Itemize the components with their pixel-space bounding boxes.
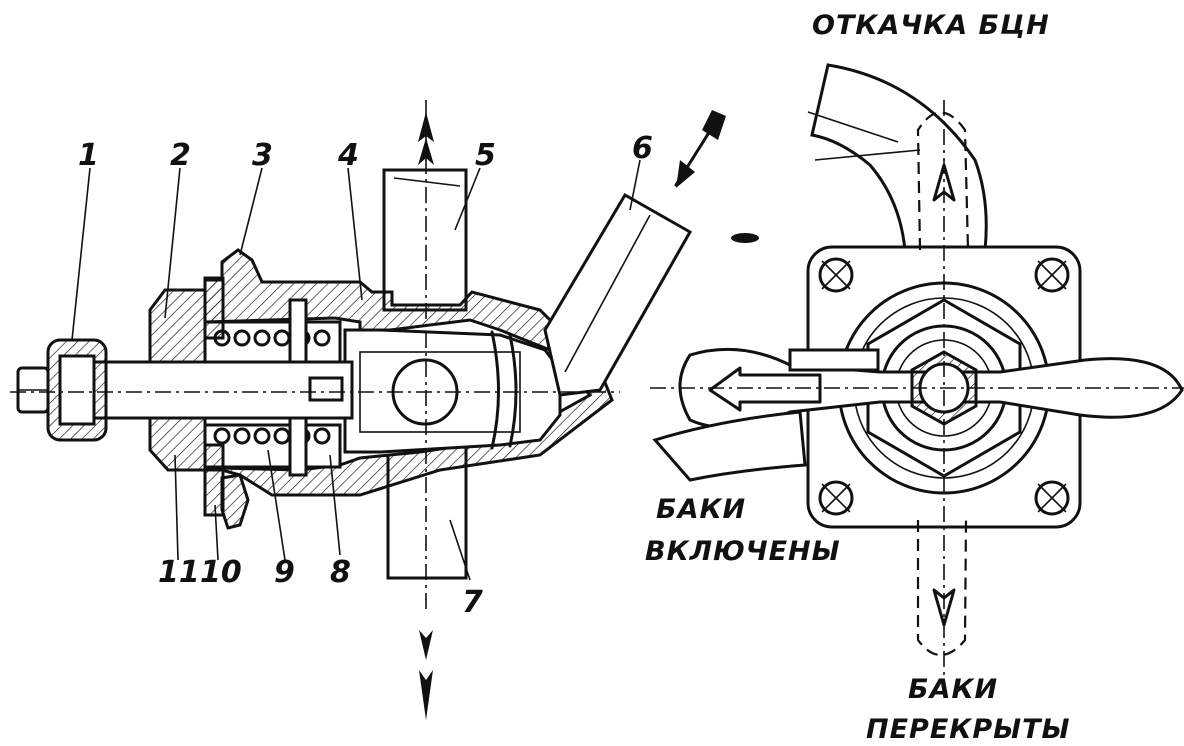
bolt-top-right: [1034, 257, 1070, 293]
front-view: ОТКАЧКА БЦН БАКИ ВКЛЮЧЕНЫ БАКИ ПЕРЕКРЫТЫ: [645, 10, 1184, 745]
label-tanks-on-2: ВКЛЮЧЕНЫ: [645, 536, 841, 567]
bolt-top-left: [818, 257, 854, 293]
upper-curved-pipe: [810, 63, 988, 252]
callout-1: 1: [78, 138, 99, 173]
callout-11: 11: [158, 555, 200, 590]
label-tanks-on-1: БАКИ: [656, 494, 746, 525]
flow-path-down: [916, 519, 968, 656]
label-tanks-off-2: ПЕРЕКРЫТЫ: [866, 714, 1071, 745]
bolt-bottom-left: [818, 480, 854, 516]
flow-path-up: [916, 111, 970, 251]
label-bcn-pumping: ОТКАЧКА БЦН: [812, 10, 1050, 41]
flow-arrow-down: [419, 630, 433, 720]
callout-6: 6: [632, 131, 653, 166]
callout-10: 10: [200, 555, 242, 590]
section-view: 1 2 3 4 5 6 7 8 9 10 11: [10, 100, 759, 720]
flow-arrow-in: [674, 110, 726, 188]
callout-7: 7: [462, 585, 483, 620]
leader-lines: [71, 159, 641, 581]
lower-left-pipe: [652, 410, 807, 482]
label-tanks-off-1: БАКИ: [908, 674, 998, 705]
stem: [60, 360, 354, 420]
callout-2: 2: [170, 138, 191, 173]
callout-8: 8: [330, 555, 351, 590]
bolt-bottom-right: [1034, 480, 1070, 516]
handle-arrow: [708, 366, 822, 412]
upper-pipe: [382, 168, 468, 312]
callout-9: 9: [274, 555, 295, 590]
callout-5: 5: [475, 138, 496, 173]
flow-arrow-up: [418, 112, 434, 165]
callout-3: 3: [252, 138, 273, 173]
side-pipe: [543, 192, 693, 397]
callout-4: 4: [337, 138, 359, 173]
